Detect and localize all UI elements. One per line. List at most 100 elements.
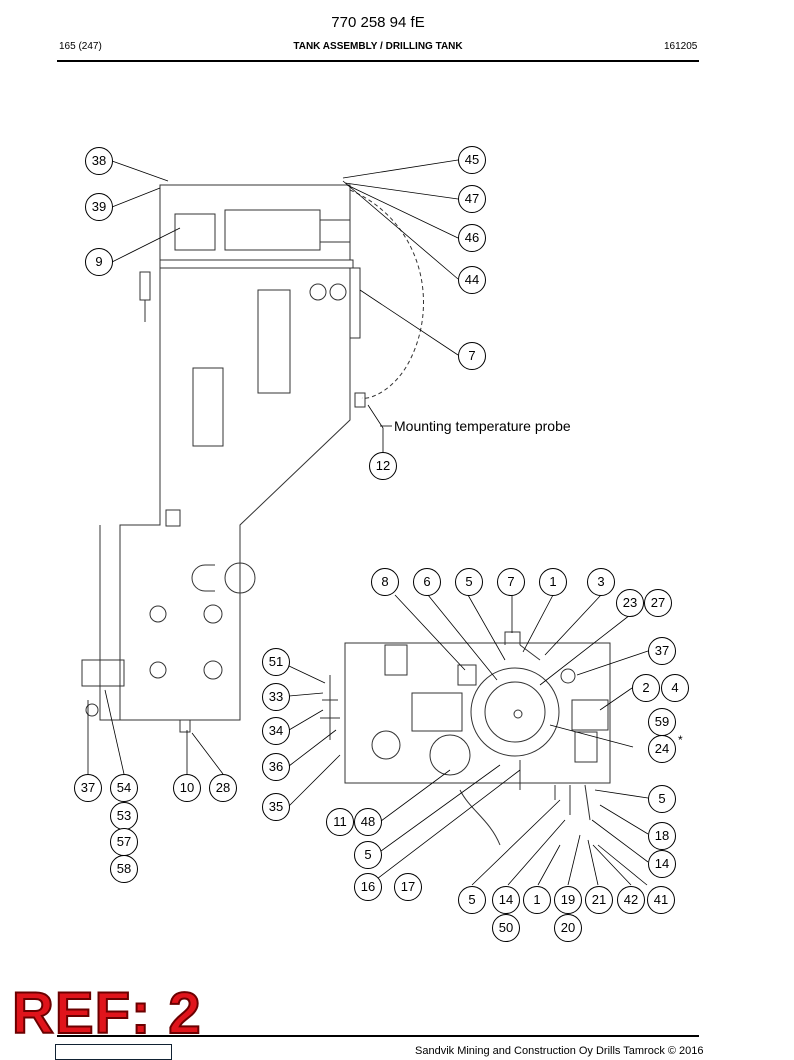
pump-center xyxy=(513,709,523,719)
callout-51: 51 xyxy=(262,648,290,676)
callout-5-a: 5 xyxy=(354,841,382,869)
company-logo xyxy=(55,1044,172,1060)
document-number: 770 258 94 fE xyxy=(331,14,425,31)
callout-58: 58 xyxy=(110,855,138,883)
callout-17: 17 xyxy=(394,873,422,901)
callout-42: 42 xyxy=(617,886,645,914)
fitting-left xyxy=(309,283,327,301)
elbow-fitting xyxy=(519,644,541,661)
cap-nut xyxy=(371,730,401,760)
tank-side-bracket xyxy=(349,267,361,339)
port-upper-left xyxy=(149,605,167,623)
callout-12: 12 xyxy=(369,452,397,480)
callout-19: 19 xyxy=(554,886,582,914)
filler-neck xyxy=(224,562,256,594)
callout-34: 34 xyxy=(262,717,290,745)
callout-7: 7 xyxy=(458,342,486,370)
drain-valve xyxy=(81,659,125,687)
port-lower-left xyxy=(149,661,167,679)
port-lower-right xyxy=(203,660,223,680)
fitting-right xyxy=(329,283,347,301)
pump-flange xyxy=(470,667,560,757)
callout-10: 10 xyxy=(173,774,201,802)
temperature-probe-note: Mounting temperature probe xyxy=(394,418,571,434)
valve-actuator xyxy=(319,219,351,243)
callout-41: 41 xyxy=(647,886,675,914)
tank-label-plate xyxy=(165,509,181,527)
bottom-plug xyxy=(179,719,191,733)
tank-side-wall xyxy=(99,525,120,721)
leader-lines xyxy=(87,159,649,886)
callout-27: 27 xyxy=(644,589,672,617)
callout-50: 50 xyxy=(492,914,520,942)
callout-14-a: 14 xyxy=(648,850,676,878)
callout-37-b: 37 xyxy=(648,637,676,665)
pump-assembly-frame xyxy=(344,642,611,784)
callout-23: 23 xyxy=(616,589,644,617)
callout-7-b: 7 xyxy=(497,568,525,596)
breather-valve xyxy=(139,271,151,322)
valve-stack-33-34 xyxy=(320,675,340,740)
callout-53: 53 xyxy=(110,802,138,830)
lower-hoses xyxy=(519,760,591,821)
manifold-plate xyxy=(411,692,463,732)
callout-20: 20 xyxy=(554,914,582,942)
asterisk-mark: * xyxy=(678,733,683,747)
plug-37 xyxy=(560,668,576,684)
page-number: 165 (247) xyxy=(59,41,102,52)
ref-stamp: REF: 2 xyxy=(11,981,202,1046)
callout-14-b: 14 xyxy=(492,886,520,914)
small-block xyxy=(457,664,477,686)
tank-plate-upper xyxy=(257,289,291,394)
callout-5-b: 5 xyxy=(455,568,483,596)
motor-housing xyxy=(571,699,609,731)
callout-44: 44 xyxy=(458,266,486,294)
callout-45: 45 xyxy=(458,146,486,174)
header-rule xyxy=(57,60,699,62)
callout-21: 21 xyxy=(585,886,613,914)
callout-38: 38 xyxy=(85,147,113,175)
callout-18: 18 xyxy=(648,822,676,850)
temperature-probe xyxy=(354,392,366,408)
footer-copyright: Sandvik Mining and Construction Oy Drill… xyxy=(415,1045,704,1057)
top-port xyxy=(504,631,521,645)
callout-36: 36 xyxy=(262,753,290,781)
hose-17 xyxy=(459,789,501,846)
callout-9: 9 xyxy=(85,248,113,276)
drain-knob xyxy=(85,703,99,717)
tank-plate-middle xyxy=(192,367,224,447)
filler-neck-body xyxy=(191,564,215,592)
valve-box-outline xyxy=(159,184,351,261)
callout-1-b: 1 xyxy=(523,886,551,914)
callout-33: 33 xyxy=(262,683,290,711)
callout-2: 2 xyxy=(632,674,660,702)
callout-47: 47 xyxy=(458,185,486,213)
callout-11: 11 xyxy=(326,808,354,836)
tank-lid xyxy=(159,259,354,269)
callout-1-a: 1 xyxy=(539,568,567,596)
callout-4: 4 xyxy=(661,674,689,702)
callout-54: 54 xyxy=(110,774,138,802)
callout-24: 24 xyxy=(648,735,676,763)
callout-57: 57 xyxy=(110,828,138,856)
callout-59: 59 xyxy=(648,708,676,736)
solenoid-valve xyxy=(174,213,216,251)
footer-rule xyxy=(57,1035,699,1037)
callout-5-c: 5 xyxy=(648,785,676,813)
gauge-ring xyxy=(429,734,471,776)
callout-37: 37 xyxy=(74,774,102,802)
callout-3: 3 xyxy=(587,568,615,596)
callout-5-d: 5 xyxy=(458,886,486,914)
callout-39: 39 xyxy=(85,193,113,221)
valve-block xyxy=(224,209,321,251)
callout-8: 8 xyxy=(371,568,399,596)
pump-cover xyxy=(484,681,546,743)
page-title: TANK ASSEMBLY / DRILLING TANK xyxy=(293,41,463,52)
callout-6: 6 xyxy=(413,568,441,596)
callout-28: 28 xyxy=(209,774,237,802)
port-upper-right xyxy=(203,604,223,624)
callout-16: 16 xyxy=(354,873,382,901)
callout-48: 48 xyxy=(354,808,382,836)
date-code: 161205 xyxy=(664,41,698,52)
